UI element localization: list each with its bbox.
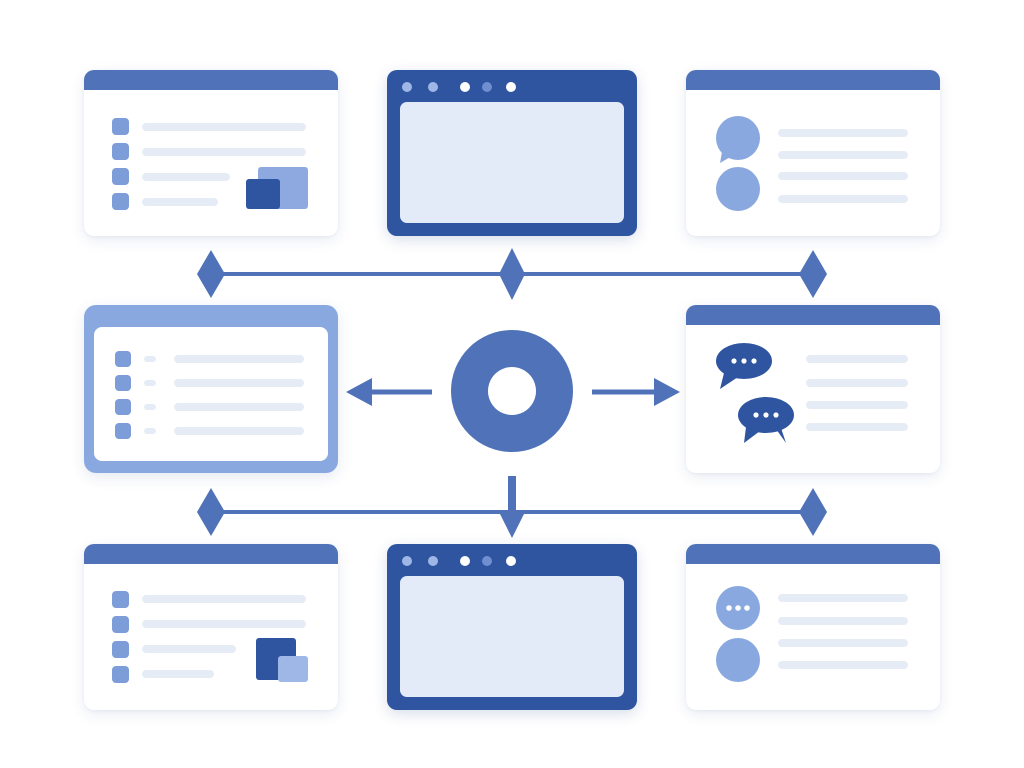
window-dot (482, 82, 492, 92)
text-line (778, 639, 908, 647)
chat-panel-right (686, 305, 940, 473)
list-bullet (112, 168, 129, 185)
text-line (142, 123, 306, 131)
text-line (174, 379, 304, 387)
text-line (778, 195, 908, 203)
avatar (716, 638, 760, 682)
window-dot (402, 556, 412, 566)
text-line (778, 661, 908, 669)
text-line (778, 129, 908, 137)
browser-window-bottom (387, 544, 637, 710)
text-line (142, 595, 306, 603)
window-dot (482, 556, 492, 566)
list-bullet (112, 143, 129, 160)
diamond-node-icon (499, 248, 525, 300)
contacts-panel-bottom-right (686, 544, 940, 710)
diamond-node-icon (197, 488, 225, 536)
text-line (806, 379, 908, 387)
text-line (806, 423, 908, 431)
checkbox-icon (115, 375, 131, 391)
text-line (144, 428, 156, 434)
text-line (806, 401, 908, 409)
text-line (174, 355, 304, 363)
text-line (142, 173, 230, 181)
speech-bubble-icon (716, 343, 772, 389)
text-line (142, 670, 214, 678)
text-line (174, 403, 304, 411)
image-placeholder-icon (278, 656, 308, 682)
avatar (716, 167, 760, 211)
text-line (778, 172, 908, 180)
panel-header (686, 305, 940, 325)
speech-bubble-icon (738, 397, 794, 443)
text-line (142, 645, 236, 653)
text-line (144, 404, 156, 410)
diamond-node-icon (799, 250, 827, 298)
diamond-node-icon (197, 250, 225, 298)
diamond-node-icon (799, 488, 827, 536)
checkbox-icon (115, 399, 131, 415)
text-line (142, 198, 218, 206)
panel-header (84, 70, 338, 90)
checklist-panel-body (94, 327, 328, 461)
list-bullet (112, 641, 129, 658)
window-dot (460, 556, 470, 566)
window-dot (428, 82, 438, 92)
panel-header (686, 544, 940, 564)
list-panel-top-left (84, 70, 338, 236)
text-line (806, 355, 908, 363)
arrow-down-icon (498, 510, 526, 538)
image-placeholder-icon (246, 179, 280, 209)
arrow-left-icon (346, 378, 372, 406)
contacts-panel-top-right (686, 70, 940, 236)
list-bullet (112, 616, 129, 633)
text-line (144, 380, 156, 386)
window-screen (400, 576, 624, 697)
window-dot (402, 82, 412, 92)
text-line (778, 617, 908, 625)
text-line (174, 427, 304, 435)
text-line (778, 151, 908, 159)
chat-avatar-icon (716, 116, 760, 163)
list-bullet (112, 118, 129, 135)
more-options-icon (716, 586, 760, 630)
window-dot (460, 82, 470, 92)
checkbox-icon (115, 423, 131, 439)
list-panel-bottom-left (84, 544, 338, 710)
connector-stem (508, 476, 516, 512)
browser-window-top (387, 70, 637, 236)
checklist-panel-left (84, 305, 338, 473)
panel-header (686, 70, 940, 90)
window-dot (428, 556, 438, 566)
ring-icon-hole (488, 367, 536, 415)
window-dot (506, 82, 516, 92)
list-bullet (112, 193, 129, 210)
list-bullet (112, 666, 129, 683)
text-line (142, 148, 306, 156)
window-screen (400, 102, 624, 223)
text-line (778, 594, 908, 602)
window-dot (506, 556, 516, 566)
panel-header (84, 544, 338, 564)
text-line (142, 620, 306, 628)
list-bullet (112, 591, 129, 608)
arrow-right-icon (654, 378, 680, 406)
text-line (144, 356, 156, 362)
checkbox-icon (115, 351, 131, 367)
